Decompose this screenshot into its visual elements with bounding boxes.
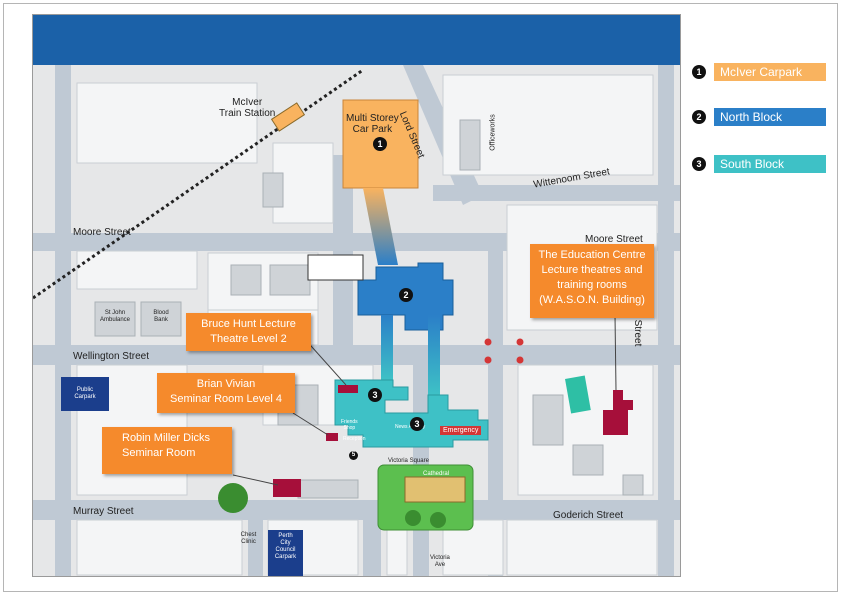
callout-bruce-hunt[interactable]: Bruce Hunt Lecture Theatre Level 2: [186, 313, 311, 351]
officeworks-label: Officeworks: [489, 114, 497, 151]
campus-map[interactable]: McIver Train Station Lord Street Officew…: [32, 14, 681, 577]
callout-education-centre-text: The Education Centre Lecture theatres an…: [538, 249, 646, 306]
friends-shop-label: Friends Shop: [341, 419, 358, 431]
legend-label-2: North Block: [714, 108, 826, 126]
legend-label-1: McIver Carpark: [714, 63, 826, 81]
legend-label-3: South Block: [714, 155, 826, 173]
education-centre-building: [603, 390, 633, 435]
brian-vivian-room: [326, 433, 338, 441]
moore-street-label-east: Moore Street: [585, 234, 643, 245]
blood-bank-label: Blood Bank: [153, 310, 169, 323]
legend-number-1: 1: [692, 65, 706, 79]
legend-number-2: 2: [692, 110, 706, 124]
legend-number-3: 3: [692, 157, 706, 171]
bruce-hunt-room: [338, 385, 358, 393]
cathedral-label: Cathedral: [423, 471, 450, 477]
train-station-building: [270, 102, 306, 132]
chest-clinic-label: Chest Clinic: [240, 532, 257, 545]
public-carpark-building: [61, 377, 109, 411]
marker-5-reception[interactable]: 5: [349, 451, 358, 460]
marker-3-south-block-b[interactable]: 3: [410, 417, 424, 431]
reception-label: Reception: [343, 436, 366, 442]
public-carpark-label: Public Carpark: [74, 387, 96, 400]
murray-street-label: Murray Street: [73, 506, 134, 517]
callout-education-centre[interactable]: The Education Centre Lecture theatres an…: [530, 244, 654, 318]
goderich-street-label: Goderich Street: [553, 510, 624, 521]
callout-bruce-hunt-text: Bruce Hunt Lecture Theatre Level 2: [201, 318, 296, 345]
robin-miller-room: [273, 479, 301, 497]
perth-council-carpark-building: [268, 530, 303, 576]
emergency-label: Emergency: [440, 426, 482, 435]
victoria-ave-label: Victoria Ave: [430, 555, 450, 568]
mciver-train-station-label: McIver Train Station: [219, 97, 276, 119]
callout-robin-miller-text: Robin Miller Dicks Seminar Room: [122, 432, 211, 459]
page-frame: [3, 3, 838, 592]
perth-city-council-carpark-label: Perth City Council Carpark: [274, 533, 297, 560]
victoria-square-label: Victoria Square: [388, 458, 429, 464]
callout-brian-vivian-text: Brian Vivian Seminar Room Level 4: [170, 378, 282, 405]
marker-1-carpark[interactable]: 1: [373, 137, 387, 151]
moore-street-label-west: Moore Street: [73, 227, 131, 238]
multi-storey-car-park-label: Multi Storey Car Park: [346, 113, 399, 135]
marker-3-south-block-a[interactable]: 3: [368, 388, 382, 402]
callout-robin-miller[interactable]: Robin Miller Dicks Seminar Room: [102, 427, 232, 474]
marker-2-north-block[interactable]: 2: [399, 288, 413, 302]
map-header-banner: [33, 15, 680, 65]
st-john-ambulance-label: St John Ambulance: [99, 310, 131, 323]
callout-brian-vivian[interactable]: Brian Vivian Seminar Room Level 4: [157, 373, 295, 413]
map-graphics: [33, 65, 680, 576]
wellington-street-label: Wellington Street: [73, 351, 149, 362]
